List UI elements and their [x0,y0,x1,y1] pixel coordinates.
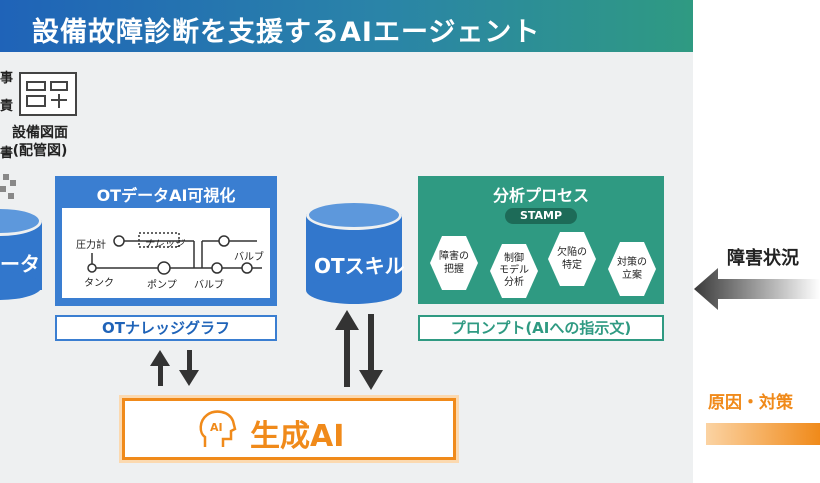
cause-countermeasure-label: 原因・対策 [708,393,793,413]
label-pressure-gauge: 圧力計 [76,240,106,251]
flow-arrows [150,310,383,390]
analysis-title: 分析プロセス [492,186,589,205]
ot-visualization-box: OTデータAI可視化 圧力計 ナレッジ バルブ タンク ポンプ [55,176,277,306]
input-arrow [694,268,820,310]
page-title: 設備故障診断を支援するAIエージェント [32,17,541,48]
label-tank: タンク [84,278,114,289]
fault-status-label: 障害状況 [727,248,799,269]
left-fragment-3: 書 [0,146,14,161]
blueprint-icon [19,72,77,116]
drawing-label-line2: (配管図) [12,143,68,159]
generative-ai-label: 生成AI [250,419,345,454]
step-text: 欠陥の [557,247,587,258]
ot-skill-label: OTスキル [314,254,405,278]
output-arrow-bar [706,423,820,445]
left-fragment-1: 事 [0,71,14,86]
drawing-label-line1: 設備図面 [12,125,68,141]
header-bar: 設備故障診断を支援するAIエージェント [0,0,693,52]
step-text: 分析 [504,277,524,288]
step-text: 障害の [439,251,469,262]
step-hexagon: 対策の 立案 [608,242,656,296]
step-hexagon: 障害の 把握 [430,236,478,290]
step-hexagon: 欠陥の 特定 [548,232,596,286]
pipe-diagram: 圧力計 ナレッジ バルブ タンク ポンプ バルブ [62,208,270,298]
step-text: 対策の [617,257,647,268]
stamp-badge: STAMP [505,208,577,224]
prompt-label: プロンプト(AIへの指示文) [418,315,664,341]
label-knowledge: ナレッジ [144,239,184,250]
analysis-process-box: 分析プロセス STAMP 障害の 把握 制御 モデル 分析 欠陥の 特定 対策の… [418,176,664,304]
ai-icon-text: AI [210,421,223,434]
step-text: 特定 [562,260,582,271]
step-hexagon: 制御 モデル 分析 [490,244,538,298]
ai-head-icon: AI [199,410,237,447]
label-valve-upper: バルブ [234,252,264,263]
drawing-label: 設備図面 (配管図) [12,124,68,160]
data-database-label: ータ [0,252,40,276]
step-text: 立案 [622,270,642,281]
step-text: 把握 [444,264,464,275]
step-text: モデル [499,265,529,276]
generative-ai-box: AI 生成AI [122,398,456,460]
step-text: 制御 [504,253,524,264]
left-fragment-2: 責 [0,99,14,114]
knowledge-graph-label: OTナレッジグラフ [55,315,277,341]
ot-visualization-title: OTデータAI可視化 [96,186,236,205]
label-valve-lower: バルブ [194,280,224,291]
label-pump: ポンプ [147,280,177,291]
